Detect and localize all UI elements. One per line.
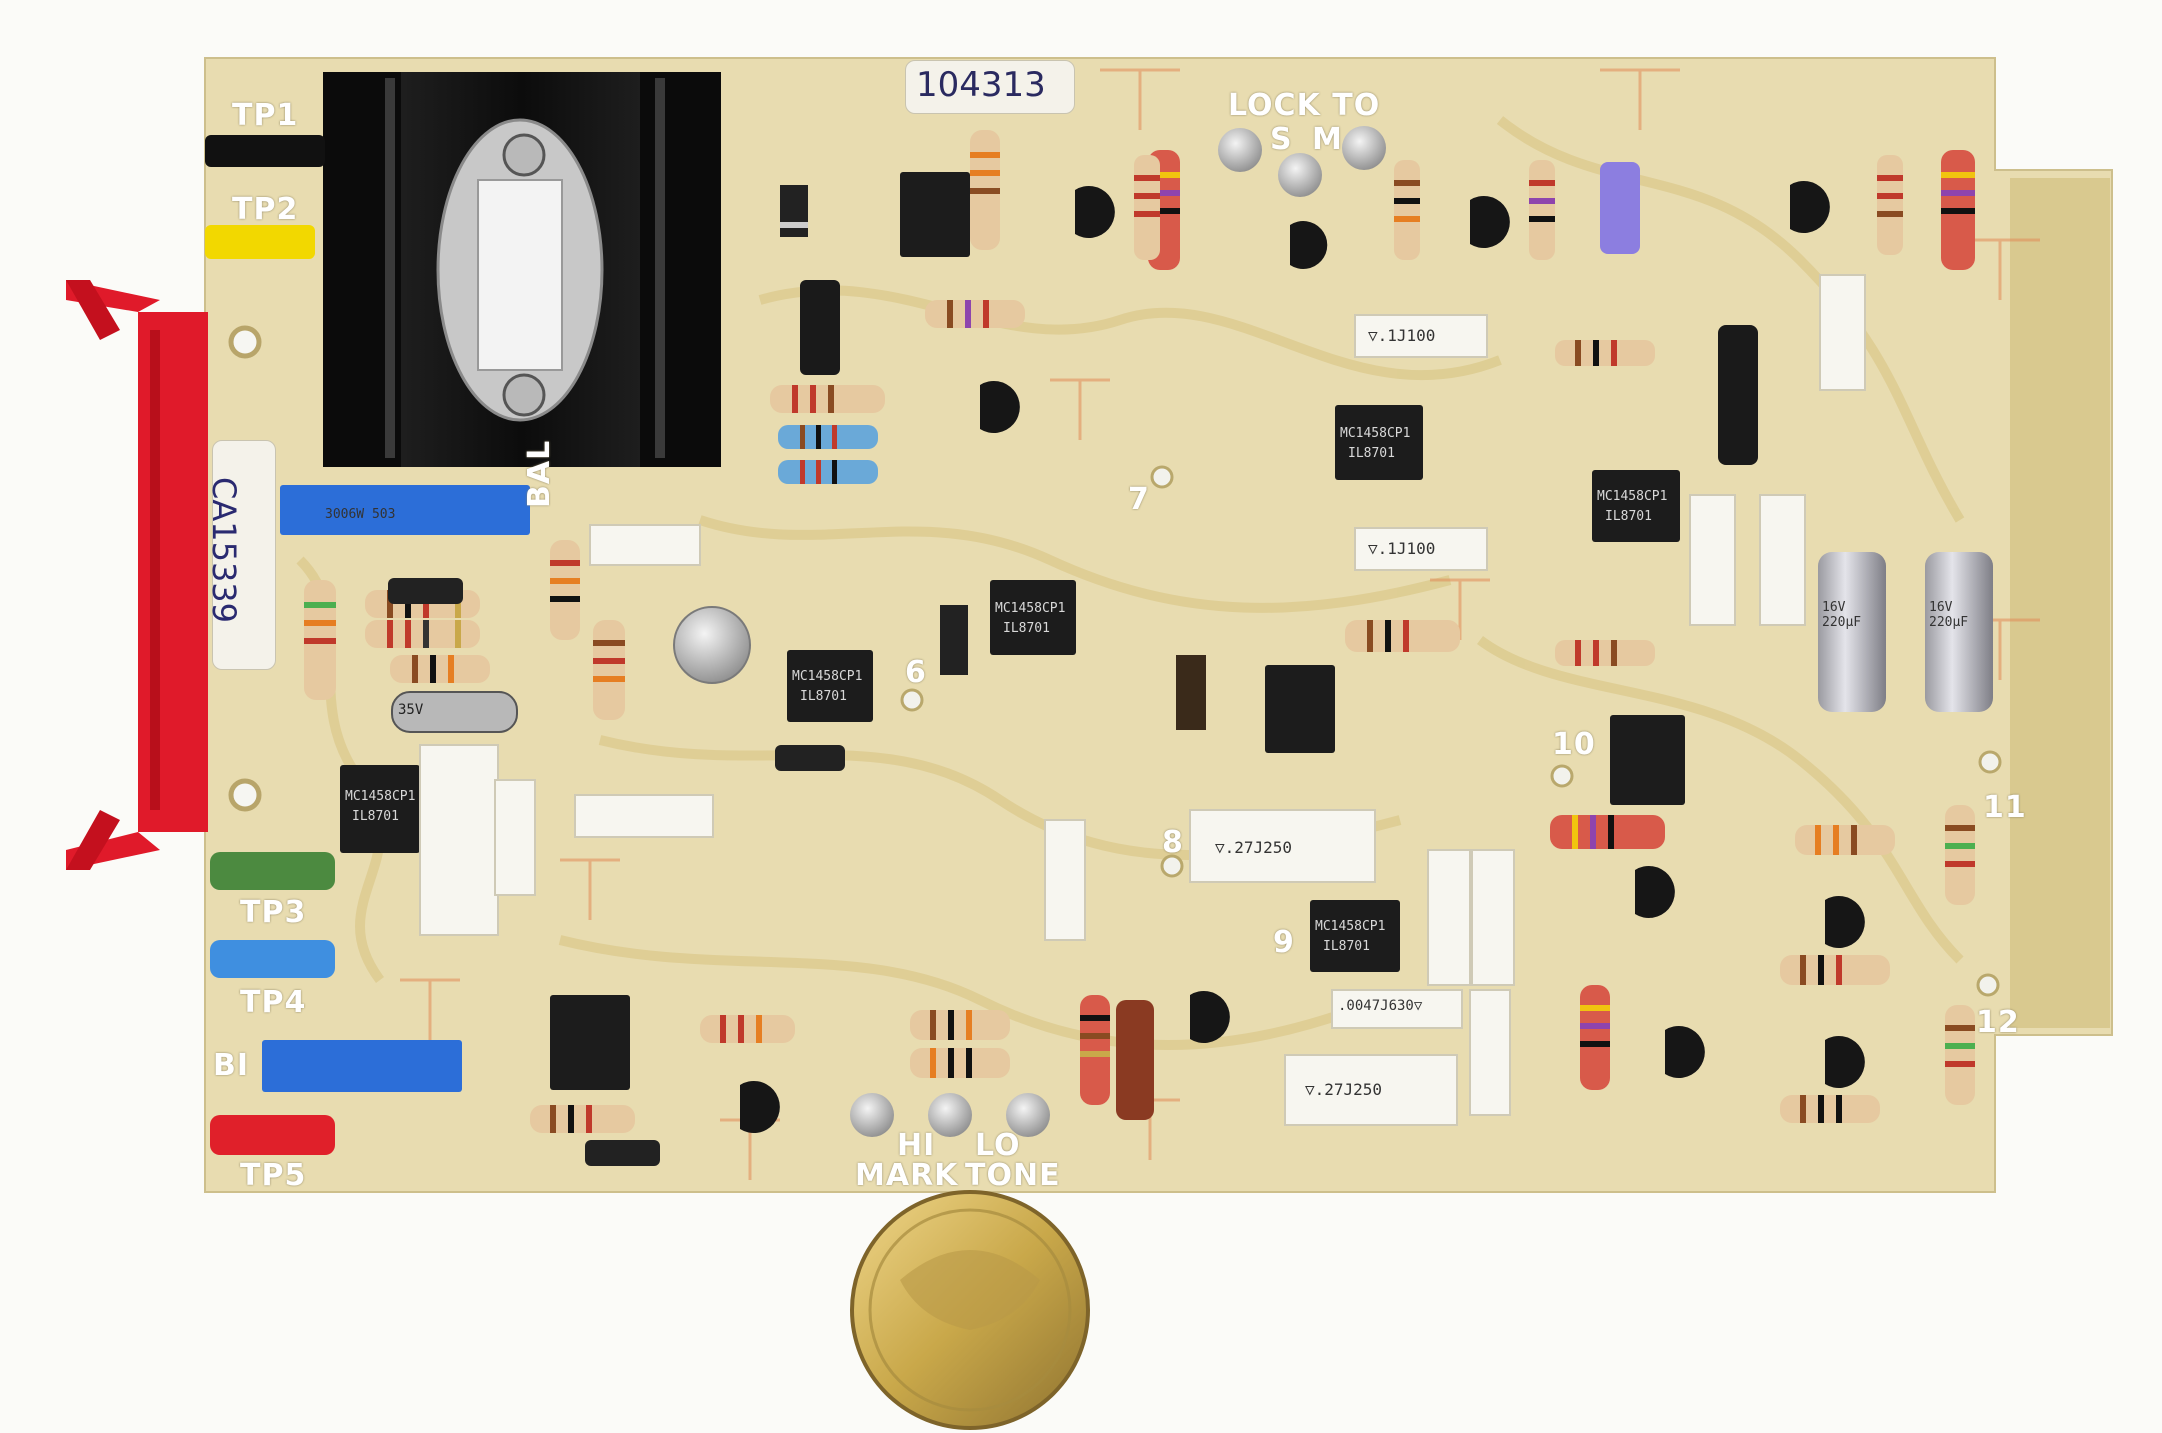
label-mark: MARK bbox=[855, 1158, 959, 1193]
node-6: 6 bbox=[905, 655, 927, 690]
resistors bbox=[304, 130, 1975, 1133]
ic-u3: MC1458CP1 IL8701 bbox=[787, 650, 873, 722]
cap-label-c7: 16V 220µF bbox=[1929, 600, 1969, 630]
label-tp2: TP2 bbox=[232, 192, 299, 227]
svg-text:IL8701: IL8701 bbox=[352, 809, 399, 824]
node-12: 12 bbox=[1976, 1005, 2020, 1040]
edge-connector bbox=[2010, 178, 2110, 1028]
ic-u8 bbox=[1610, 715, 1685, 805]
to92-transistors bbox=[740, 181, 1865, 1133]
svg-text:IL8701: IL8701 bbox=[1003, 621, 1050, 636]
node-11: 11 bbox=[1983, 790, 2027, 825]
id-sticker: 104313 bbox=[905, 60, 1075, 114]
electrolytic-capacitors bbox=[1600, 162, 1993, 712]
trimmer-potentiometers: 3006W 503 bbox=[262, 485, 530, 1092]
cap-label-c1: ▽.1J100 bbox=[1368, 326, 1436, 345]
node-7: 7 bbox=[1128, 482, 1150, 517]
id-sticker-text: 104313 bbox=[916, 65, 1046, 105]
label-tone: TONE bbox=[965, 1158, 1061, 1193]
label-tp4: TP4 bbox=[240, 985, 307, 1020]
label-tp1: TP1 bbox=[232, 98, 299, 133]
card-guide-clip bbox=[66, 280, 208, 870]
label-lo: LO bbox=[975, 1128, 1021, 1163]
label-lock-to: LOCK TO bbox=[1228, 88, 1381, 123]
label-bal: BAL bbox=[522, 439, 557, 508]
svg-text:MC1458CP1: MC1458CP1 bbox=[1340, 426, 1410, 441]
label-tp5: TP5 bbox=[240, 1158, 307, 1193]
cap-label-c3: ▽.27J250 bbox=[1215, 838, 1293, 857]
test-point-tp1 bbox=[205, 135, 325, 167]
silkscreen-outlines bbox=[400, 68, 2040, 1180]
test-points bbox=[205, 135, 335, 1155]
dip-ics: MC1458CP1 IL8701 MC1458CP1 IL8701 MC1458… bbox=[340, 172, 1685, 1090]
ic-optocoupler bbox=[900, 172, 970, 257]
label-hi: HI bbox=[897, 1128, 936, 1163]
metal-can-ic bbox=[673, 606, 751, 684]
cap-label-c2: ▽.1J100 bbox=[1368, 539, 1436, 558]
film-capacitors bbox=[419, 274, 1866, 1126]
cap-label-c8: 35V bbox=[398, 702, 424, 718]
metal-can-transistors bbox=[850, 126, 1386, 1137]
cap-label-c5: .0047J630▽ bbox=[1338, 998, 1423, 1014]
svg-text:IL8701: IL8701 bbox=[1348, 446, 1395, 461]
test-point-tp3 bbox=[210, 852, 335, 890]
svg-text:MC1458CP1: MC1458CP1 bbox=[995, 601, 1065, 616]
label-s: S bbox=[1270, 122, 1293, 157]
label-tp3: TP3 bbox=[240, 895, 307, 930]
ic-u6: MC1458CP1 IL8701 bbox=[1335, 405, 1423, 480]
cap-label-c4: ▽.27J250 bbox=[1305, 1080, 1383, 1099]
node-10: 10 bbox=[1552, 727, 1596, 762]
trimmer-label: 3006W 503 bbox=[325, 507, 395, 522]
diodes bbox=[388, 185, 1206, 1166]
ic-u4: MC1458CP1 IL8701 bbox=[990, 580, 1076, 655]
ic-u5 bbox=[1265, 665, 1335, 753]
svg-text:IL8701: IL8701 bbox=[1323, 939, 1370, 954]
svg-text:MC1458CP1: MC1458CP1 bbox=[792, 669, 862, 684]
cap-label-c6: 16V 220µF bbox=[1822, 600, 1862, 630]
ic-u7: MC1458CP1 IL8701 bbox=[1592, 470, 1680, 542]
coin bbox=[850, 1190, 1090, 1430]
test-point-tp5 bbox=[210, 1115, 335, 1155]
svg-text:MC1458CP1: MC1458CP1 bbox=[345, 789, 415, 804]
svg-text:IL8701: IL8701 bbox=[1605, 509, 1652, 524]
test-point-tp4 bbox=[210, 940, 335, 978]
tantalum-capacitor bbox=[391, 691, 518, 733]
ic-u9: MC1458CP1 IL8701 bbox=[1310, 900, 1400, 972]
test-point-tp2 bbox=[205, 225, 315, 259]
serial-tag: CA15339 bbox=[205, 440, 276, 670]
serial-tag-text: CA15339 bbox=[205, 476, 244, 624]
node-9: 9 bbox=[1273, 925, 1295, 960]
node-8: 8 bbox=[1162, 825, 1184, 860]
label-m: M bbox=[1312, 122, 1343, 157]
svg-text:MC1458CP1: MC1458CP1 bbox=[1315, 919, 1385, 934]
power-transistor bbox=[436, 118, 604, 422]
label-bi: BI bbox=[213, 1048, 250, 1083]
svg-text:IL8701: IL8701 bbox=[800, 689, 847, 704]
heatsink bbox=[323, 72, 721, 467]
via-pads bbox=[900, 465, 2002, 997]
mounting-holes bbox=[228, 325, 262, 812]
svg-text:MC1458CP1: MC1458CP1 bbox=[1597, 489, 1667, 504]
ic-u2 bbox=[550, 995, 630, 1090]
ic-u1: MC1458CP1 IL8701 bbox=[340, 765, 420, 853]
